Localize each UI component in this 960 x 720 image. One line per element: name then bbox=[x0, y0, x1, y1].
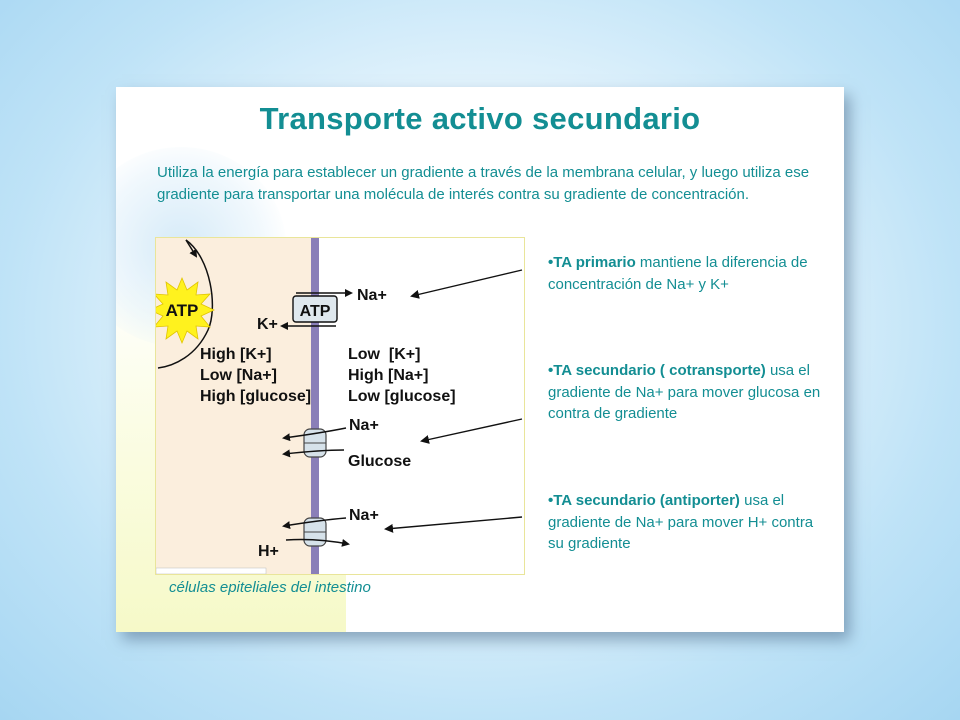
slide: Transporte activo secundario Utiliza la … bbox=[116, 87, 844, 632]
cell-membrane bbox=[311, 238, 319, 574]
na-antiport-arrow bbox=[282, 517, 347, 529]
bullet-cotransport-heading: •TA secundario ( cotransporte) bbox=[548, 362, 766, 379]
h-plus-label: H+ bbox=[258, 543, 279, 560]
membrane-transport-diagram: ATP ATP Na+ K+ High [K+] Low [Na+] High … bbox=[155, 237, 525, 575]
left-gradient-k: High [K+] bbox=[200, 346, 272, 363]
left-gradient-glucose: High [glucose] bbox=[200, 388, 311, 405]
atp-pump-icon bbox=[292, 295, 338, 323]
atp-pump-label: ATP bbox=[300, 303, 331, 320]
pointer-arrows bbox=[384, 269, 523, 533]
right-gradient-na: High [Na+] bbox=[348, 367, 428, 384]
intro-paragraph: Utiliza la energía para establecer un gr… bbox=[157, 164, 810, 203]
pointer-arrow-antiporter bbox=[384, 516, 523, 533]
right-gradient-glucose: Low [glucose] bbox=[348, 388, 456, 405]
pointer-arrow-cotransport bbox=[420, 418, 523, 444]
cell-border-stub bbox=[156, 567, 267, 574]
na-mid-label: Na+ bbox=[349, 417, 379, 434]
right-gradient-k: Low [K+] bbox=[348, 346, 420, 363]
atp-burst-label: ATP bbox=[166, 301, 199, 320]
h-antiport-arrow bbox=[285, 538, 350, 547]
glucose-symport-arrow bbox=[282, 449, 345, 458]
left-gradient-na: Low [Na+] bbox=[200, 367, 277, 384]
bullet-antiporter: •TA secundario (antiporter) usa el gradi… bbox=[548, 490, 833, 555]
na-bottom-label: Na+ bbox=[349, 507, 379, 524]
bullet-antiporter-text: usa el gradiente de Na+ para mover H+ co… bbox=[548, 492, 814, 552]
bullet-primary-heading: •TA primario bbox=[548, 254, 636, 271]
slide-title: Transporte activo secundario bbox=[259, 101, 701, 136]
atp-cycle-arc bbox=[157, 239, 214, 369]
glucose-label: Glucose bbox=[348, 453, 411, 470]
atp-cycle-arrowhead bbox=[185, 239, 198, 258]
bullet-antiporter-heading: •TA secundario (antiporter) bbox=[548, 492, 740, 509]
k-plus-label: K+ bbox=[257, 316, 278, 333]
na-symport-arrow bbox=[282, 427, 347, 442]
atp-burst-icon bbox=[156, 276, 215, 345]
diagram-canvas: ATP ATP Na+ K+ High [K+] Low [Na+] High … bbox=[156, 238, 456, 574]
bullet-cotransport: •TA secundario ( cotransporte) usa el gr… bbox=[548, 360, 833, 425]
bullet-primary-text: mantiene la diferencia de concentración … bbox=[548, 254, 808, 293]
diagram-caption: células epiteliales del intestino bbox=[169, 579, 371, 596]
bullet-primary: •TA primario mantiene la diferencia de c… bbox=[548, 252, 833, 295]
na-top-label: Na+ bbox=[357, 287, 387, 304]
bullet-cotransport-text: usa el gradiente de Na+ para mover gluco… bbox=[548, 362, 821, 422]
pointer-arrow-primary bbox=[410, 269, 523, 299]
